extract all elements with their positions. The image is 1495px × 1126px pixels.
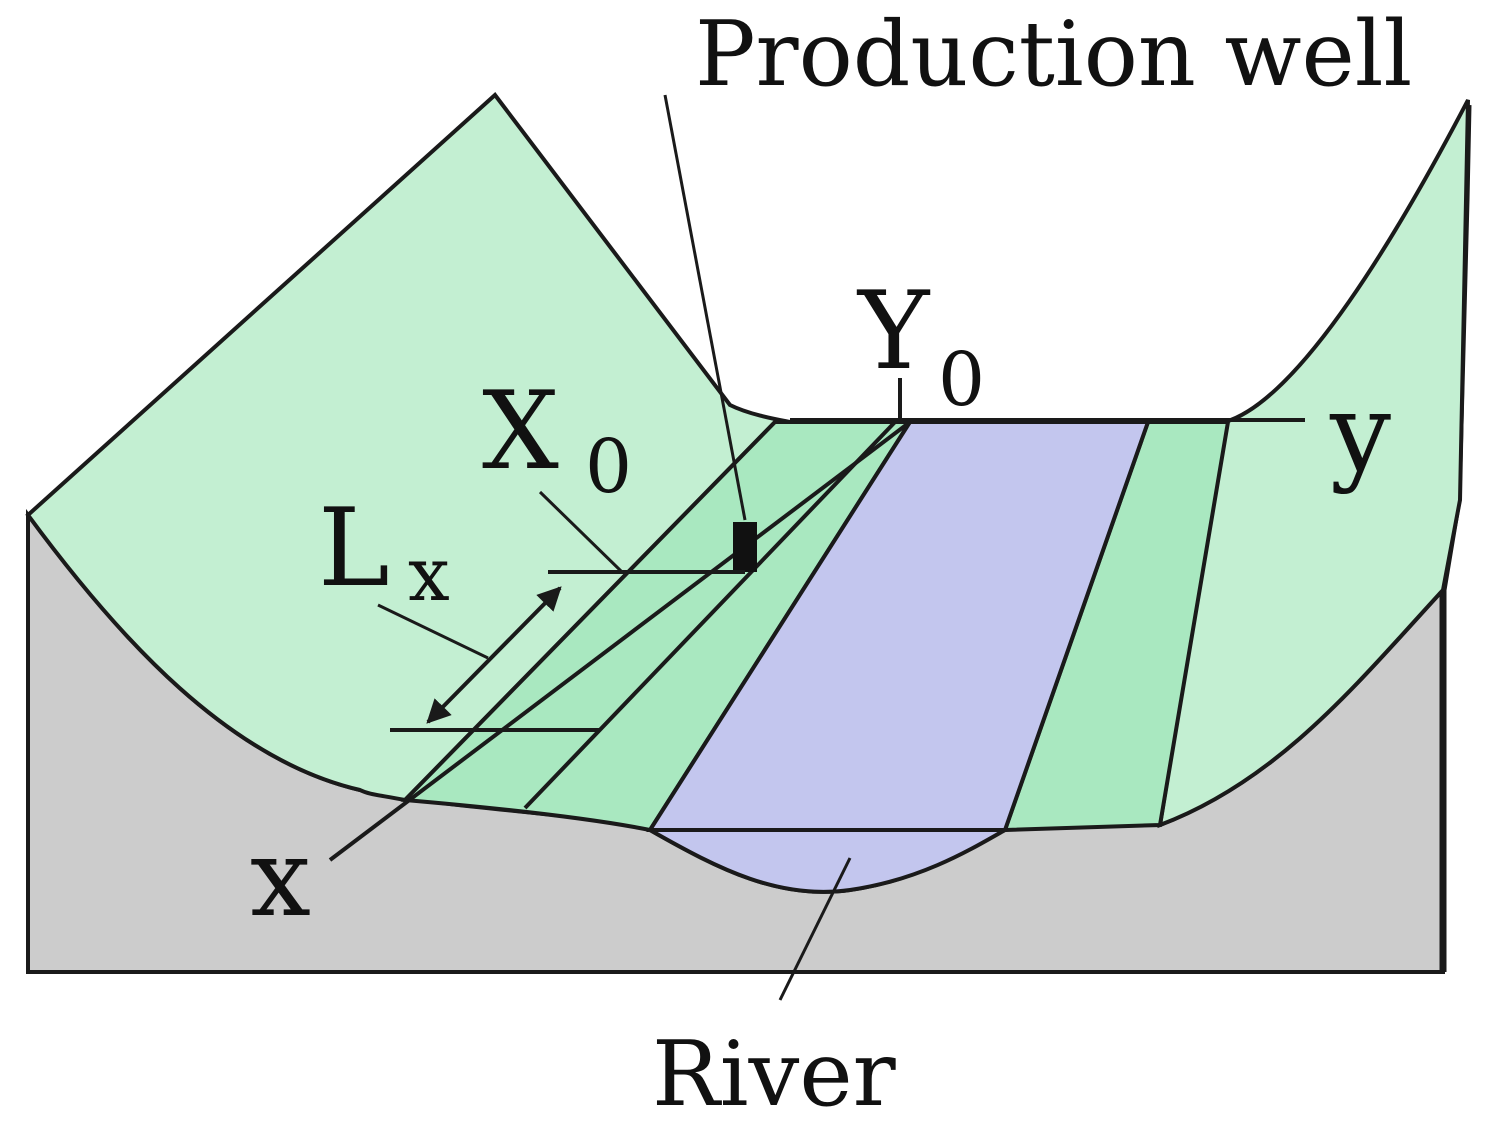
x-axis-line: [328, 420, 912, 862]
production-well-leader: [663, 94, 747, 521]
band-divider-1: [523, 420, 897, 810]
lx-label: L: [318, 486, 390, 611]
x0-leader: [538, 490, 624, 574]
y0-subscript: 0: [938, 337, 985, 423]
left-hillside: [25, 92, 791, 803]
x-axis-label: x: [250, 816, 311, 941]
y0-label: Y: [856, 269, 931, 394]
river-leader: [778, 857, 852, 1001]
right-hillside: [1157, 99, 1470, 829]
lx-leader: [377, 603, 489, 660]
river-label: River: [652, 1022, 897, 1126]
lx-dimension-arrow: [426, 586, 562, 724]
production-well-marker: [733, 522, 757, 572]
lx-subscript: x: [408, 532, 450, 618]
x0-subscript: 0: [585, 424, 632, 510]
y-axis-label: y: [1329, 371, 1391, 496]
river-cross-section: [642, 828, 1013, 894]
production-well-label: Production well: [695, 2, 1412, 107]
x0-label: X: [482, 369, 559, 494]
